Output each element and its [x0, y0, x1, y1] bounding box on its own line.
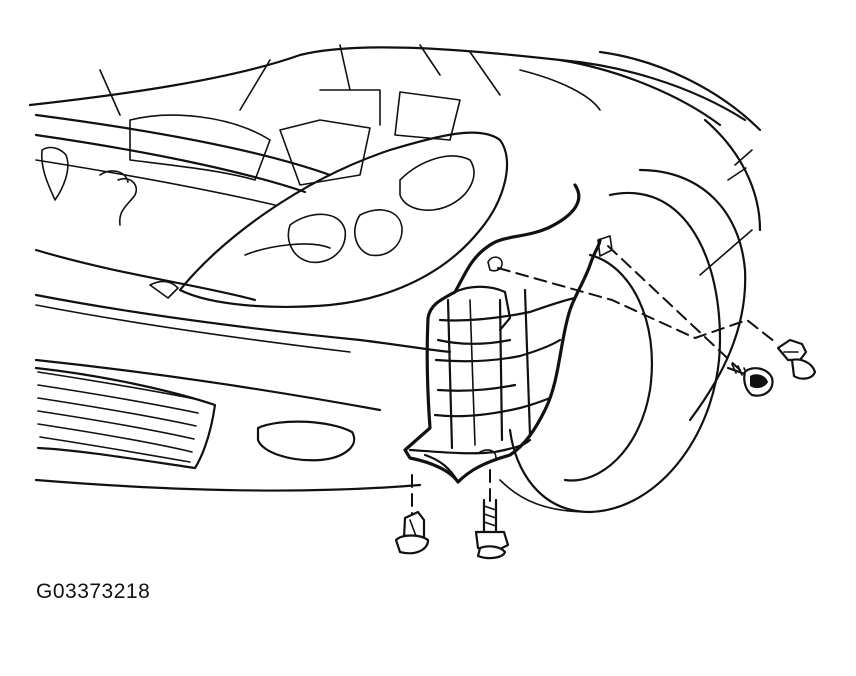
clip-right	[776, 338, 817, 380]
clip-bottom-left	[394, 510, 430, 555]
figure-code: G03373218	[36, 580, 151, 603]
alignment-lines	[411, 245, 776, 516]
car-body	[28, 44, 762, 514]
fender-liner	[403, 183, 613, 484]
bolt-bottom	[474, 498, 510, 560]
screw-right	[726, 363, 774, 397]
